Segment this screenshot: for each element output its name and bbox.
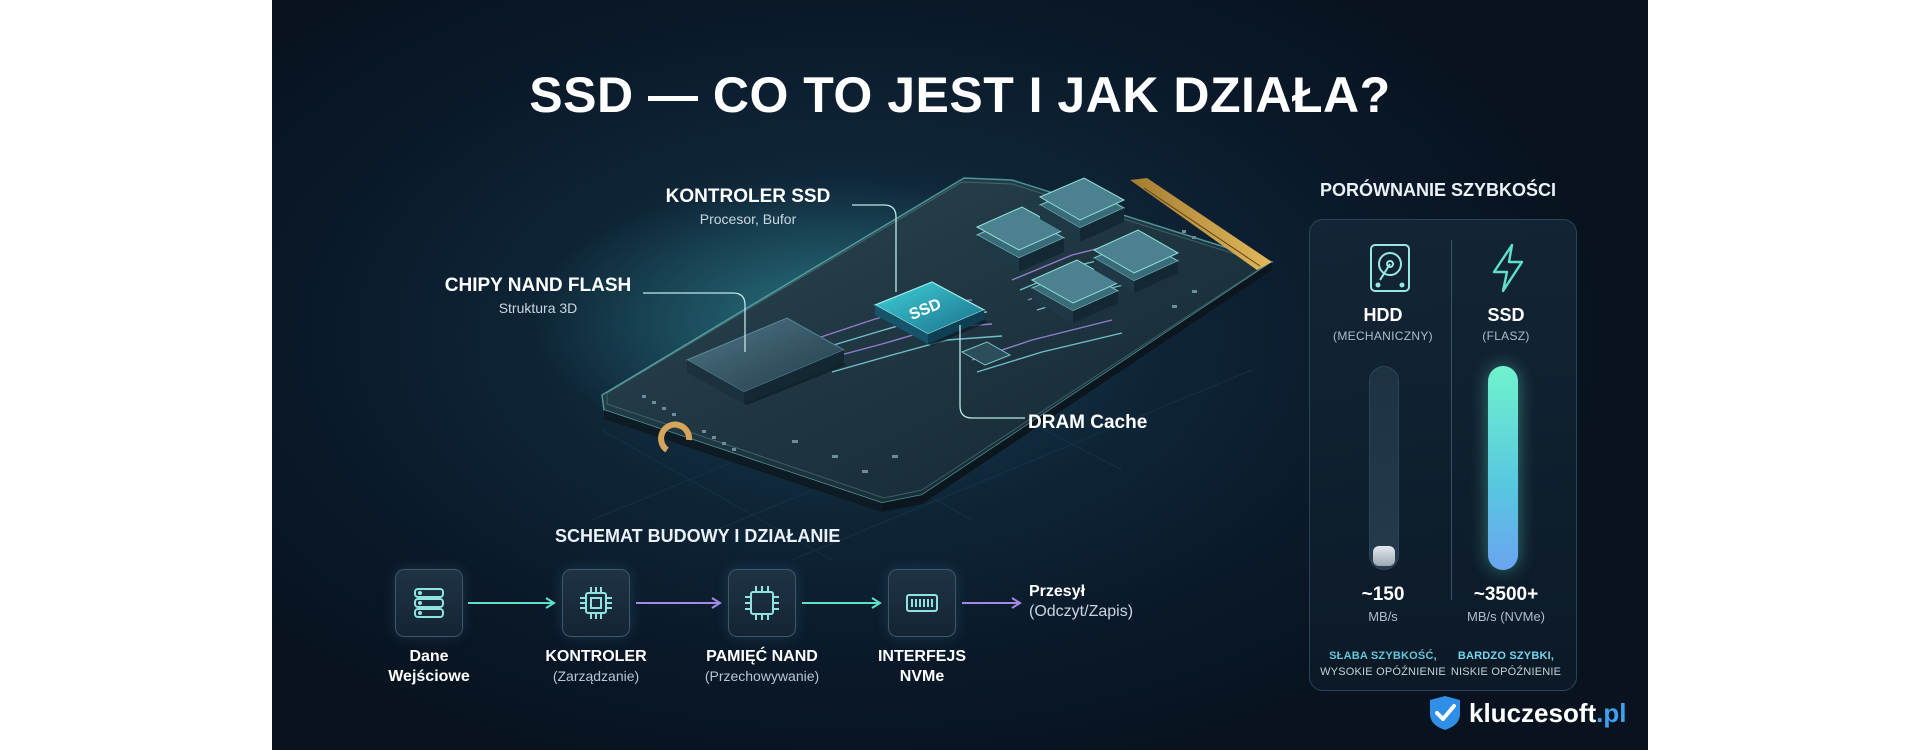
flow-label-controller-line1: KONTROLER	[545, 648, 647, 665]
flow-node-controller	[562, 569, 630, 637]
memory-chip-icon	[745, 586, 779, 620]
hdd-value: ~150	[1361, 584, 1405, 605]
checkmark-shield-icon	[1430, 696, 1460, 730]
ssd-column-head: SSD (FLASZ)	[1439, 305, 1573, 343]
chip-icon	[580, 587, 612, 619]
ssd-name: SSD	[1487, 305, 1525, 325]
hdd-column-head: HDD (MECHANICZNY)	[1316, 305, 1450, 343]
flow-label-nand-line2: (Przechowywanie)	[704, 668, 820, 684]
page-title: SSD — CO TO JEST I JAK DZIAŁA?	[529, 67, 1391, 123]
callout-nand: CHIPY NAND FLASH Struktura 3D	[424, 275, 652, 316]
flow-output-sub: (Odczyt/Zapis)	[1029, 603, 1134, 620]
hdd-unit: MB/s	[1368, 609, 1398, 624]
gold-connector	[1130, 178, 1272, 270]
flow-output: Przesył (Odczyt/Zapis)	[1029, 583, 1133, 621]
callout-controller-sub: Procesor, Bufor	[699, 211, 797, 227]
flow-title: SCHEMAT BUDOWY I DZIAŁANIE	[555, 526, 841, 546]
hdd-speed-track	[1369, 366, 1399, 570]
connector-icon	[906, 594, 938, 612]
hdd-name: HDD	[1363, 305, 1403, 325]
comparison-divider	[1451, 240, 1452, 600]
flow-arrows	[468, 597, 1022, 609]
flow-label-input: Dane Wejściowe	[354, 647, 504, 687]
callout-dram-heading: DRAM Cache	[1028, 412, 1148, 433]
comparison-title: PORÓWNANIE SZYBKOŚCI	[1319, 180, 1556, 200]
hdd-icon	[1368, 242, 1412, 299]
hdd-note-strong: SŁABA SZYBKOŚĆ,	[1329, 650, 1437, 662]
lightning-icon	[1486, 242, 1530, 299]
comparison-card	[1309, 219, 1577, 691]
flow-label-interface-line2: NVMe	[899, 668, 945, 685]
ssd-illustration: SSD	[468, 177, 1274, 609]
ssd-value-block: ~3500+ MB/s (NVMe)	[1439, 584, 1573, 624]
brand-tld: .pl	[1596, 697, 1627, 728]
ssd-note: BARDZO SZYBKI, NISKIE OPÓŹNIENIE	[1439, 648, 1573, 680]
flow-label-input-line1: Dane	[409, 648, 449, 665]
nand-chip-stacks	[975, 177, 1180, 323]
ssd-speed-fill	[1488, 366, 1518, 570]
ssd-note-text: NISKIE OPÓŹNIENIE	[1450, 666, 1562, 678]
dram-chip	[960, 341, 1012, 366]
flow-label-interface: INTERFEJS NVMe	[847, 647, 997, 687]
ssd-note-strong: BARDZO SZYBKI,	[1457, 650, 1555, 662]
callout-controller-heading: KONTROLER SSD	[665, 186, 831, 207]
hdd-value-block: ~150 MB/s	[1316, 584, 1450, 624]
flow-node-input	[395, 569, 463, 637]
brand-name: kluczesoft	[1469, 697, 1597, 728]
brand-logo[interactable]: kluczesoft.pl	[1427, 694, 1627, 732]
hdd-sub: (MECHANICZNY)	[1333, 329, 1433, 343]
flow-label-interface-line1: INTERFEJS	[877, 648, 966, 665]
flow-node-nand	[728, 569, 796, 637]
hdd-speed-fill	[1373, 546, 1395, 566]
ssd-unit: MB/s (NVMe)	[1467, 609, 1545, 624]
flow-label-controller-line2: (Zarządzanie)	[552, 668, 640, 684]
nand-chip-large	[685, 317, 847, 405]
callout-controller: KONTROLER SSD Procesor, Bufor	[648, 186, 848, 227]
callout-nand-heading: CHIPY NAND FLASH	[444, 275, 632, 296]
controller-chip: SSD	[873, 281, 988, 346]
ssd-value: ~3500+	[1473, 584, 1539, 605]
ssd-sub: (FLASZ)	[1482, 329, 1530, 343]
infographic-panel: SSD — CO TO JEST I JAK DZIAŁA?	[272, 0, 1648, 750]
database-icon	[414, 588, 444, 618]
hdd-note-text: WYSOKIE OPÓŹNIENIE	[1320, 666, 1446, 678]
flow-output-heading: Przesył	[1029, 583, 1086, 600]
flow-label-nand-line1: PAMIĘĆ NAND	[706, 648, 818, 665]
flow-label-nand: PAMIĘĆ NAND (Przechowywanie)	[687, 647, 837, 686]
callout-nand-sub: Struktura 3D	[498, 300, 578, 316]
flow-node-interface	[888, 569, 956, 637]
flow-label-input-line2: Wejściowe	[388, 668, 470, 685]
flow-label-controller: KONTROLER (Zarządzanie)	[521, 647, 671, 686]
callout-dram: DRAM Cache	[1028, 412, 1208, 434]
hdd-note: SŁABA SZYBKOŚĆ, WYSOKIE OPÓŹNIENIE	[1316, 648, 1450, 680]
